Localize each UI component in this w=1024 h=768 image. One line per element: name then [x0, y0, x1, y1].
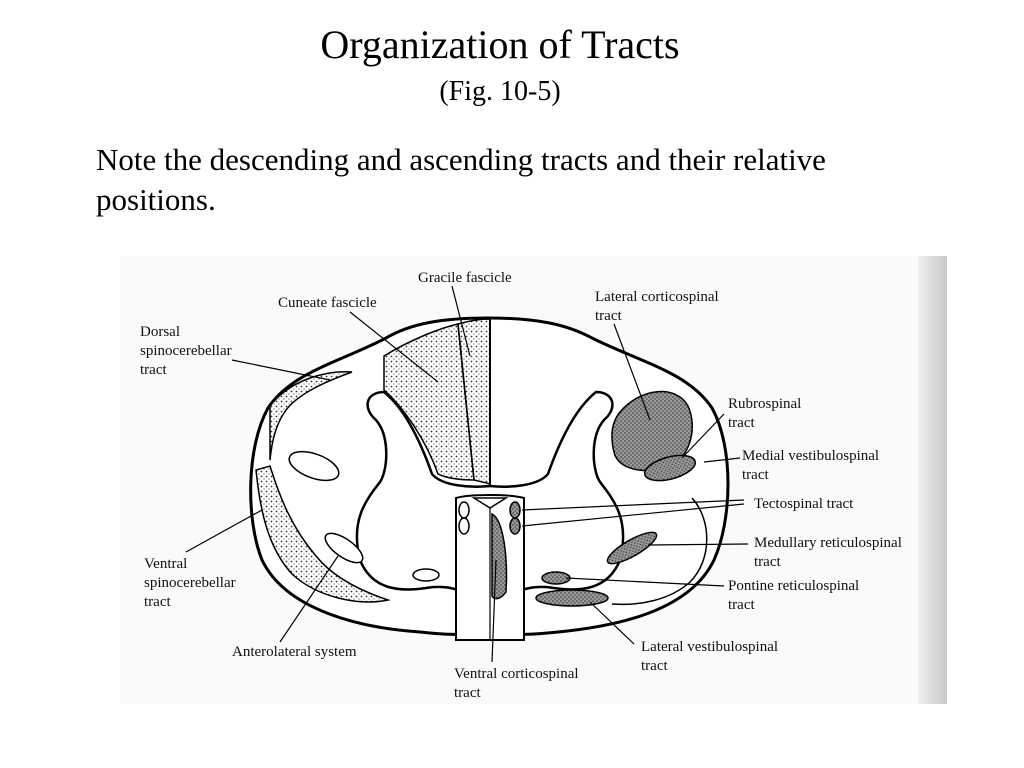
slide-body-text: Note the descending and ascending tracts…	[96, 142, 826, 217]
left-tectospinal-oval-2	[458, 517, 470, 535]
left-tectospinal-oval-1	[458, 501, 470, 519]
label-cuneate-fascicle: Cuneate fascicle	[278, 295, 377, 311]
label-rubrospinal-1: Rubrospinal	[728, 396, 801, 412]
label-dorsal-spinocerebellar-2: spinocerebellar	[140, 343, 232, 359]
right-ventral-boundary	[611, 497, 708, 606]
cuneate-fascicle	[383, 323, 475, 481]
label-lateral-vestibulospinal-1: Lateral vestibulospinal	[641, 639, 778, 655]
leader-lines	[185, 285, 749, 663]
gray-matter-outline	[355, 390, 625, 640]
left-lateral-oval	[288, 450, 340, 482]
label-ventral-corticospinal-1: Ventral corticospinal	[454, 666, 579, 682]
label-medial-vestibulospinal-1: Medial vestibulospinal	[742, 448, 879, 464]
lateral-vestibulospinal-tract	[535, 589, 609, 607]
anterolateral-system	[324, 532, 364, 564]
label-lateral-corticospinal-2: tract	[595, 308, 622, 324]
scanned-page-edge	[918, 256, 947, 704]
label-pontine-reticulospinal-2: tract	[728, 597, 755, 613]
label-ventral-spinocerebellar-2: spinocerebellar	[144, 575, 236, 591]
left-ventral-oval	[412, 568, 440, 582]
slide-subtitle: (Fig. 10-5)	[439, 76, 561, 107]
ventral-spinocerebellar-tract	[255, 465, 391, 603]
label-dorsal-spinocerebellar-1: Dorsal	[140, 324, 180, 340]
medial-vestibulospinal-tract	[509, 517, 521, 535]
label-dorsal-spinocerebellar-3: tract	[140, 362, 167, 378]
label-rubrospinal-2: tract	[728, 415, 755, 431]
label-medullary-reticulospinal-1: Medullary reticulospinal	[754, 535, 902, 551]
central-canal-region	[471, 497, 509, 509]
label-lateral-vestibulospinal-2: tract	[641, 658, 668, 674]
pontine-reticulospinal-tract	[541, 571, 571, 585]
tectospinal-tract	[509, 501, 521, 519]
dorsal-spinocerebellar-tract	[269, 371, 353, 461]
label-medial-vestibulospinal-2: tract	[742, 467, 769, 483]
label-medullary-reticulospinal-2: tract	[754, 554, 781, 570]
label-pontine-reticulospinal-1: Pontine reticulospinal	[728, 578, 859, 594]
label-tectospinal: Tectospinal tract	[754, 496, 854, 512]
label-anterolateral-system: Anterolateral system	[232, 644, 357, 660]
medullary-reticulospinal-tract	[606, 531, 658, 565]
label-ventral-spinocerebellar-1: Ventral	[144, 556, 187, 572]
label-ventral-corticospinal-2: tract	[454, 685, 481, 701]
gracile-cuneate-boundary	[457, 323, 475, 481]
label-lateral-corticospinal-1: Lateral corticospinal	[595, 289, 719, 305]
slide-title: Organization of Tracts	[320, 22, 680, 67]
label-gracile-fascicle: Gracile fascicle	[418, 270, 512, 286]
rubrospinal-tract	[643, 454, 697, 482]
label-ventral-spinocerebellar-3: tract	[144, 594, 171, 610]
